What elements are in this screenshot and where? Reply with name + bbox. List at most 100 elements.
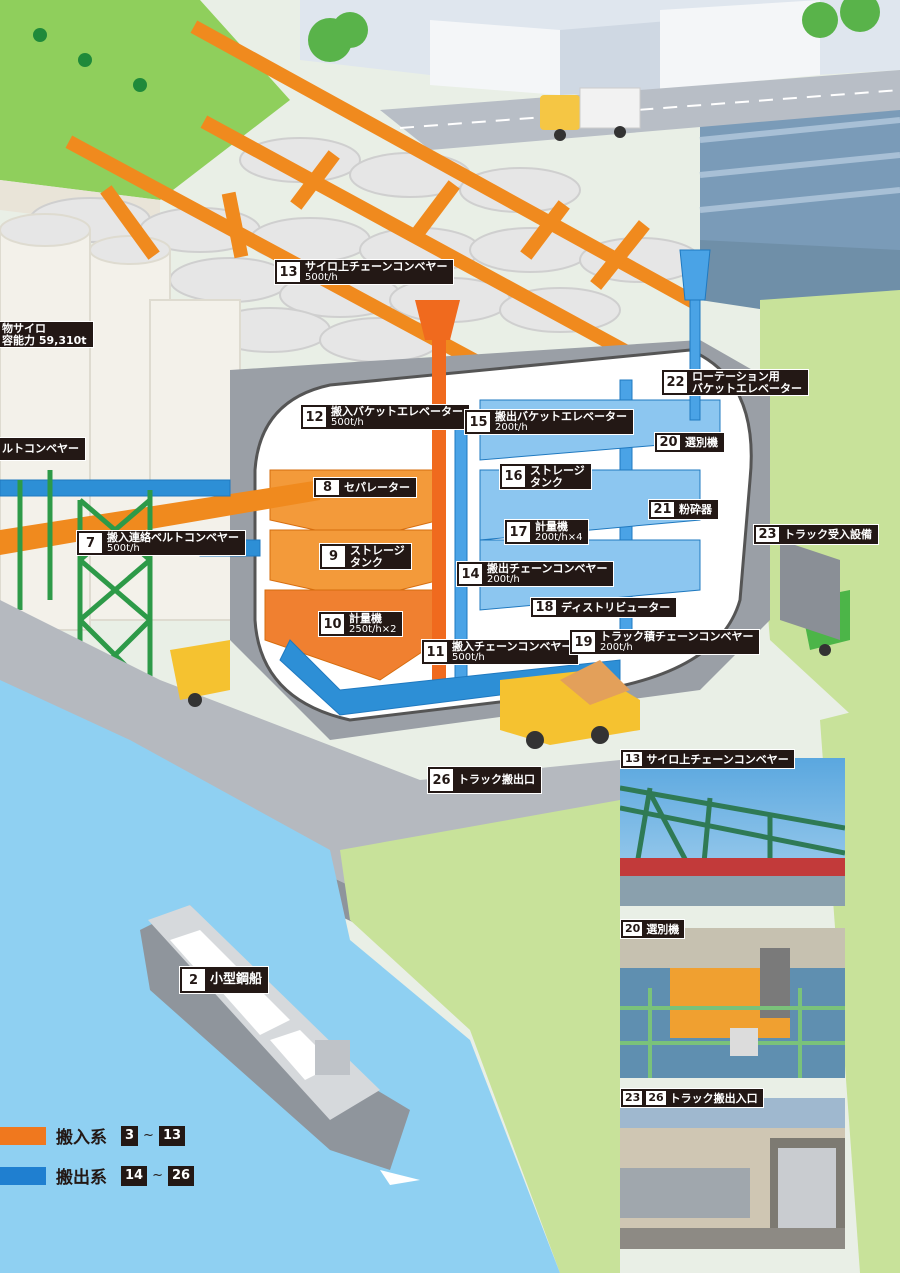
photo-illustration [620,1128,845,1249]
label-number: 10 [321,614,344,635]
label-name-line2: バケットエレベーター [692,381,802,395]
label-number: 18 [533,600,556,615]
caption-number: 26 [646,1091,666,1105]
label-name: 小型鋼船 [210,972,263,988]
legend-swatch-export [0,1166,46,1185]
label-capacity: 200t/h [600,641,633,653]
label-name: 搬入バケットエレベーター [331,405,463,418]
label-separator: 8 セパレーター [313,477,417,498]
legend-tilde: ~ [143,1128,154,1143]
label-number: 7 [79,533,102,554]
label-name: ディストリビューター [561,600,671,614]
legend-tilde: ~ [152,1168,163,1183]
label-number: 2 [182,969,205,991]
label-name: サイロ上チェーンコンベヤー [305,260,448,273]
label-number: 9 [322,546,345,568]
photo-sorter [620,928,845,1078]
label-capacity: 200t/h×4 [535,531,583,543]
label-distributor: 18 ディストリビューター [530,597,678,618]
label-name: ローテーション用 [692,370,780,383]
label-name: ストレージ [530,464,585,477]
label-number: 11 [424,642,447,663]
legend-name: 搬入系 [56,1128,107,1148]
label-name: 物サイロ [2,322,46,335]
legend-swatch-import [0,1126,46,1145]
label-number: 23 [756,527,779,542]
label-name: 搬入チェーンコンベヤー [452,640,573,653]
label-name: 粉砕器 [679,502,712,516]
label-sorter: 20 選別機 [654,432,725,453]
label-number: 14 [459,564,482,585]
silo-bodies [0,213,241,631]
label-name: 搬入連絡ベルトコンベヤー [107,531,239,544]
label-capacity: 200t/h [487,573,520,585]
caption-name: トラック搬出入口 [669,1092,758,1105]
photo-caption-silo-top: 13 サイロ上チェーンコンベヤー [620,749,795,769]
label-name: 搬出チェーンコンベヤー [487,562,608,575]
photo-silo-top-chain-conveyor [620,758,845,906]
label-name: トラック受入設備 [784,527,872,541]
shore-grass [340,800,620,1273]
label-name-line2: タンク [350,555,383,569]
water [0,680,560,1273]
label-number: 13 [277,262,300,283]
legend-export: 搬出系 14 ~ 26 [0,1163,195,1188]
caption-name: サイロ上チェーンコンベヤー [646,753,789,766]
label-crusher: 21 粉砕器 [648,499,719,520]
label-capacity: 500t/h [331,416,364,428]
label-capacity: 500t/h [305,271,338,283]
caption-number: 20 [623,922,643,936]
label-grain-silo-cut: 物サイロ容能力 59,310t [0,321,94,349]
legend-to: 26 [168,1165,195,1186]
label-rotation-bucket-elevator: 22 ローテーション用バケットエレベーター [661,369,809,397]
label-name-line2: タンク [530,475,563,489]
photo-caption-sorter: 20 選別機 [620,919,686,939]
photo-illustration [620,785,845,906]
label-name: 計量機 [535,520,568,533]
label-name: トラック搬出口 [458,773,535,787]
label-number: 12 [303,407,326,428]
legend-to: 13 [158,1125,186,1146]
label-capacity: 500t/h [107,542,140,554]
label-small-steel-ship: 2 小型鋼船 [179,966,270,994]
label-number: 21 [651,502,674,517]
label-name: トラック積チェーンコンベヤー [600,630,754,643]
label-capacity: 200t/h [495,421,528,433]
label-name: 搬出バケットエレベーター [495,410,627,423]
photo-truck-entrance [620,1098,845,1249]
warehouses [300,0,900,330]
photo-illustration [620,928,845,1078]
label-name: ストレージ [350,544,405,557]
legend-from: 3 [121,1125,139,1146]
label-number: 19 [572,632,595,653]
label-name-line2: 容能力 59,310t [2,333,87,347]
label-belt-conveyor-cut: ルトコンベヤー [0,437,86,461]
label-name: セパレーター [344,480,410,494]
label-number: 16 [502,466,525,488]
label-number: 26 [430,769,453,791]
label-name: 選別機 [685,435,718,449]
caption-name: 選別機 [646,923,680,936]
label-storage-tank-9: 9 ストレージタンク [319,543,412,571]
label-storage-tank-16: 16 ストレージタンク [499,463,592,491]
quay [0,600,620,900]
label-name: 計量機 [349,612,382,625]
label-number: 8 [316,480,339,495]
legend-import: 搬入系 3 ~ 13 [0,1123,186,1148]
label-number: 15 [467,412,490,433]
photo-caption-truck-entrance: 23 26 トラック搬出入口 [620,1088,764,1108]
legend-name: 搬出系 [56,1168,107,1188]
label-capacity: 250t/h×2 [349,623,397,635]
label-capacity: 500t/h [452,651,485,663]
caption-number: 23 [623,1091,643,1105]
label-name: ルトコンベヤー [2,442,79,456]
label-truck-exit: 26 トラック搬出口 [427,766,542,794]
